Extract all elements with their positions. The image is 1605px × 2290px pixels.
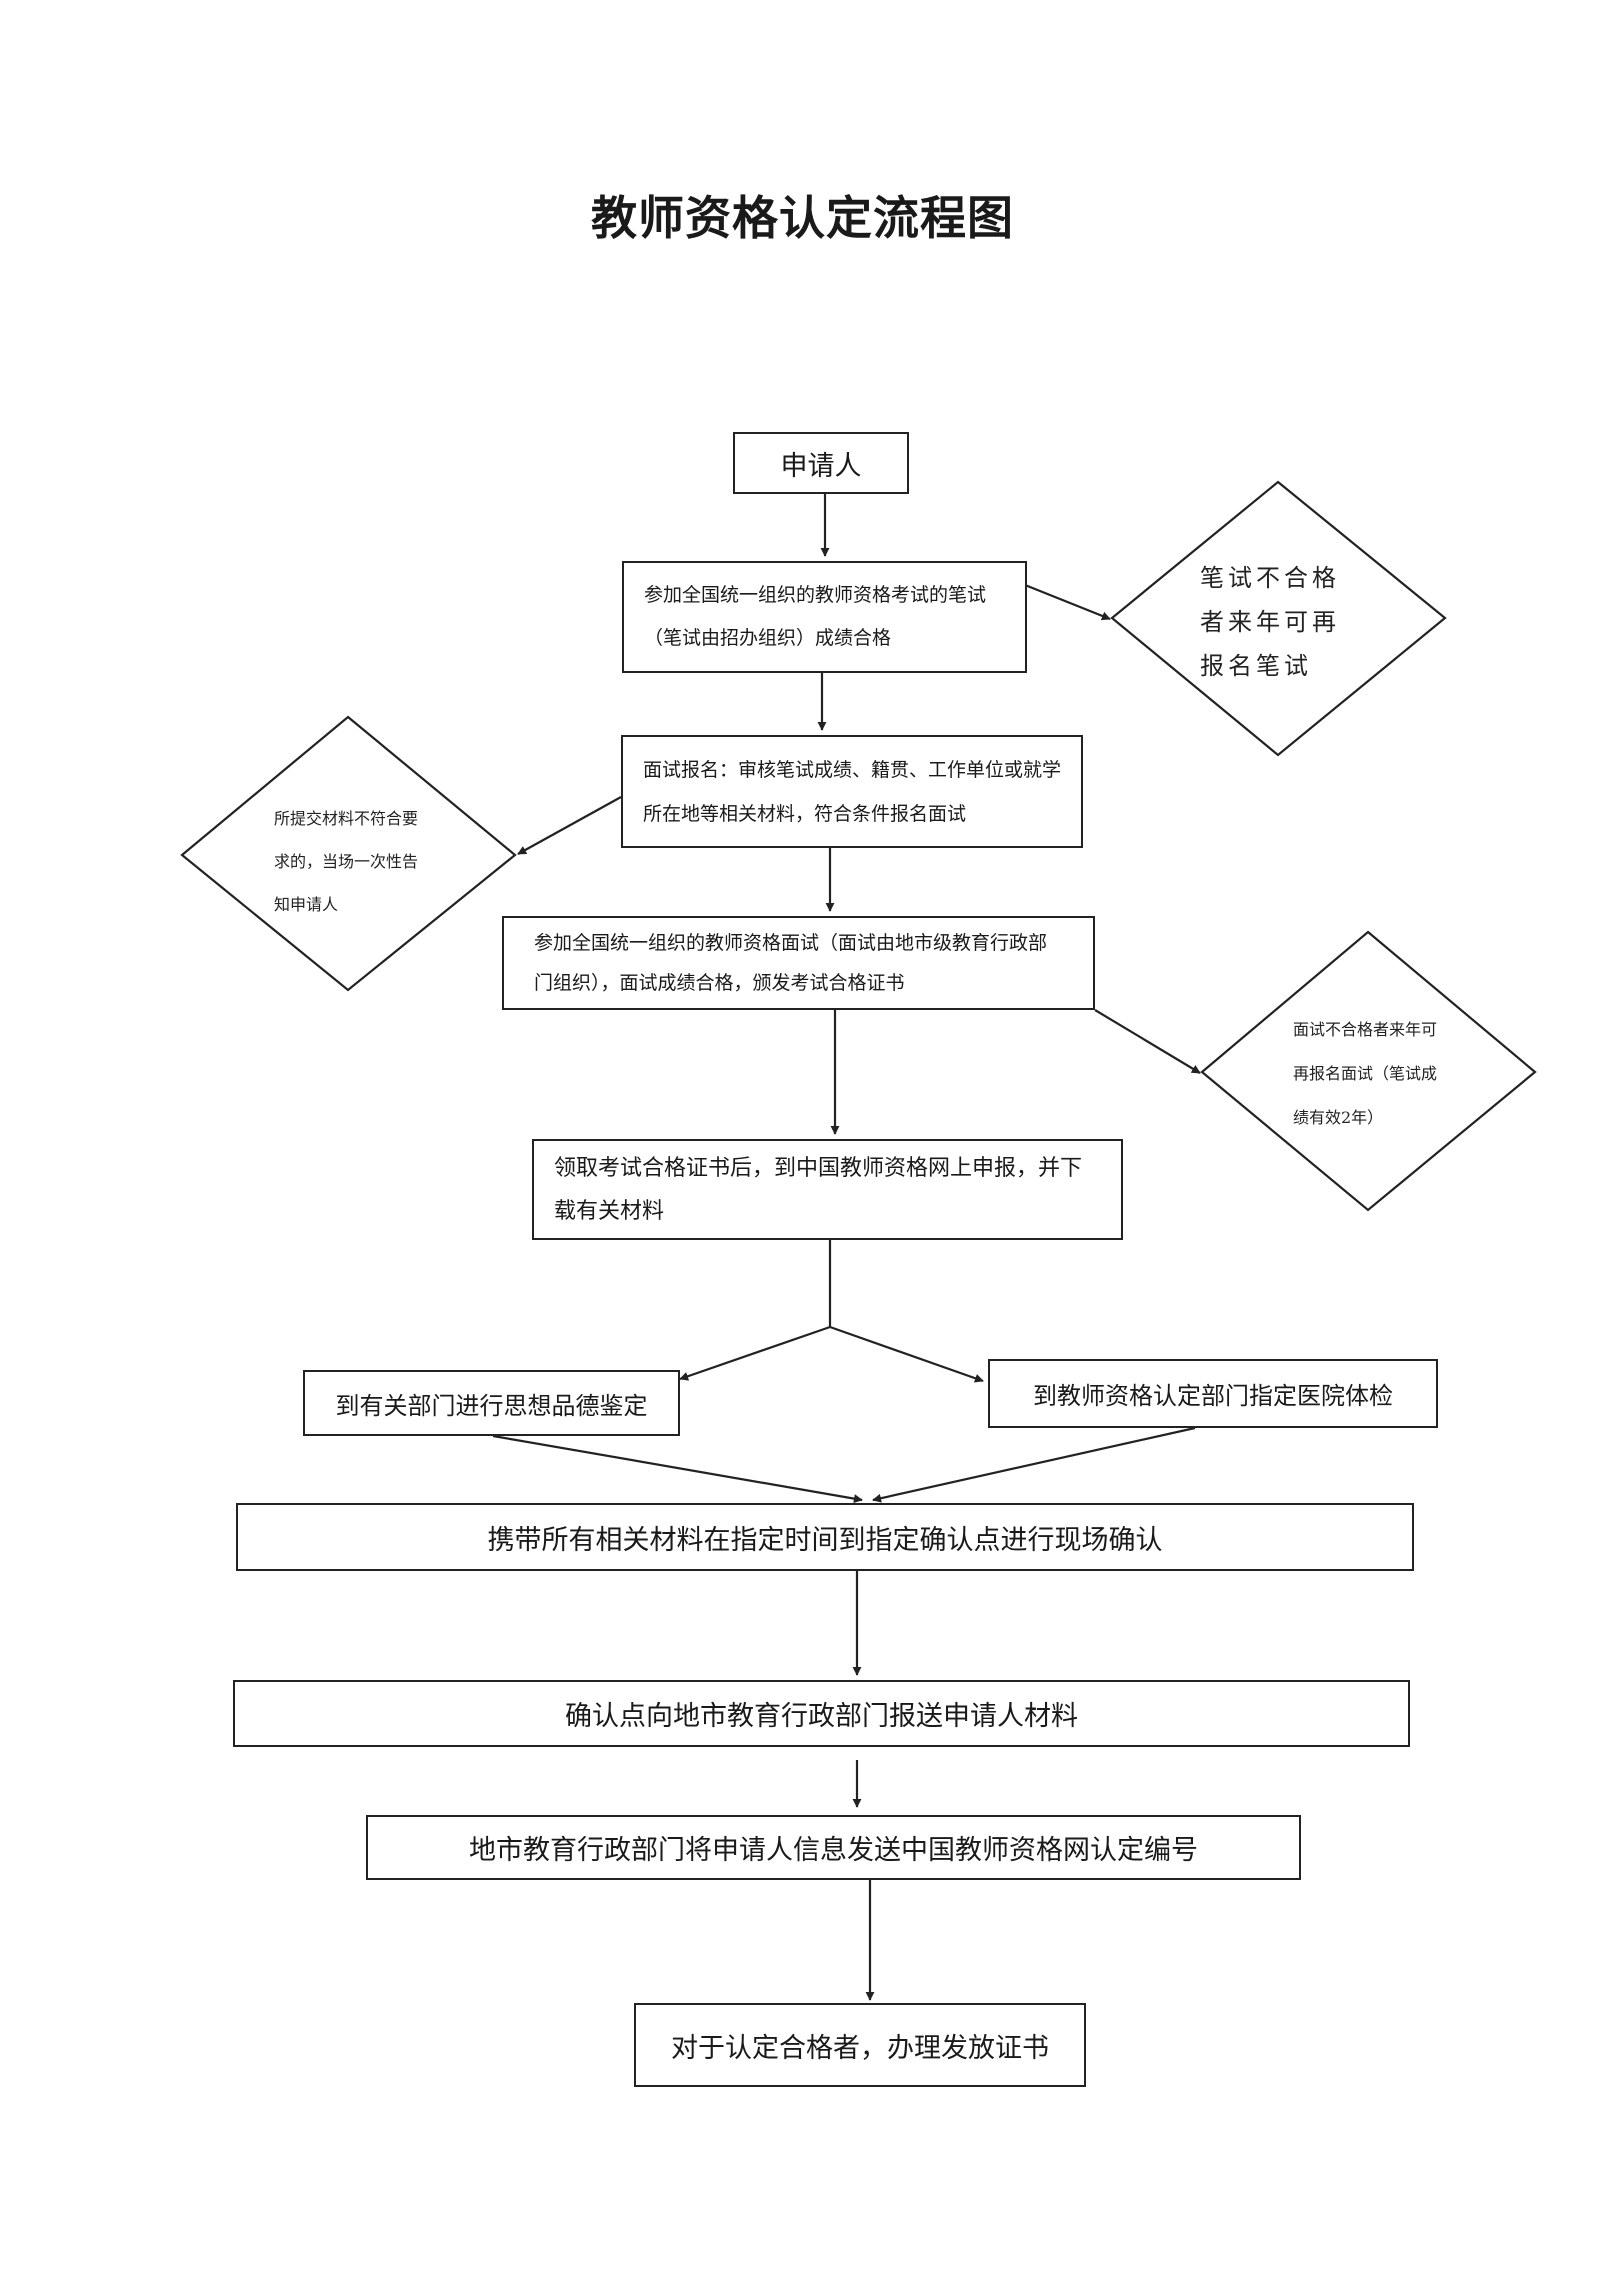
page-title: 教师资格认定流程图 — [591, 191, 1014, 245]
written-fail-diamond — [1110, 480, 1447, 757]
step-assign-number-label: 地市教育行政部门将申请人信息发送中国教师资格网认定编号 — [469, 1835, 1198, 1866]
step-interview-registration: 面试报名：审核笔试成绩、籍贯、工作单位或就学所在地等相关材料，符合条件报名面试 — [621, 735, 1083, 848]
step-interview: 参加全国统一组织的教师资格面试（面试由地市级教育行政部门组织），面试成绩合格，颁… — [502, 916, 1095, 1010]
materials-fail-diamond — [180, 715, 517, 992]
step-assign-number: 地市教育行政部门将申请人信息发送中国教师资格网认定编号 — [366, 1815, 1301, 1880]
step-interview-registration-label: 面试报名：审核笔试成绩、籍贯、工作单位或就学所在地等相关材料，符合条件报名面试 — [643, 758, 1062, 825]
decision-interview-fail-label: 面试不合格者来年可再报名面试（笔试成绩有效2年） — [1293, 1020, 1438, 1127]
step-written-exam: 参加全国统一组织的教师资格考试的笔试（笔试由招办组织）成绩合格 — [622, 561, 1027, 673]
step-online-declaration-label: 领取考试合格证书后，到中国教师资格网上申报，并下载有关材料 — [554, 1155, 1083, 1224]
step-moral-appraisal-label: 到有关部门进行思想品德鉴定 — [335, 1391, 648, 1420]
step-applicant: 申请人 — [733, 432, 909, 494]
arrow-written-to-fail — [1024, 583, 1111, 621]
step-interview-label: 参加全国统一组织的教师资格面试（面试由地市级教育行政部门组织），面试成绩合格，颁… — [534, 932, 1048, 994]
step-onsite-confirmation-label: 携带所有相关材料在指定时间到指定确认点进行现场确认 — [487, 1524, 1163, 1556]
arrow-registration-to-fail — [517, 796, 622, 855]
step-written-exam-label: 参加全国统一组织的教师资格考试的笔试（笔试由招办组织）成绩合格 — [644, 584, 987, 649]
arrow-interview-to-fail — [1094, 1009, 1201, 1074]
step-submit-materials: 确认点向地市教育行政部门报送申请人材料 — [233, 1680, 1410, 1747]
arrow-split-to-medical — [829, 1325, 984, 1383]
arrow-moral-to-confirmation — [492, 1434, 863, 1504]
step-issue-certificate-label: 对于认定合格者，办理发放证书 — [671, 2032, 1049, 2064]
step-onsite-confirmation: 携带所有相关材料在指定时间到指定确认点进行现场确认 — [236, 1503, 1414, 1571]
arrow-medical-to-confirmation — [872, 1426, 1196, 1503]
step-medical-exam-label: 到教师资格认定部门指定医院体检 — [1033, 1382, 1393, 1410]
arrow-split-to-moral — [679, 1325, 831, 1381]
interview-fail-diamond — [1200, 930, 1537, 1212]
step-medical-exam: 到教师资格认定部门指定医院体检 — [988, 1359, 1438, 1428]
decision-written-fail-label: 笔试不合格者来年可再报名笔试 — [1200, 564, 1340, 680]
step-applicant-label: 申请人 — [780, 450, 862, 482]
step-moral-appraisal: 到有关部门进行思想品德鉴定 — [303, 1370, 680, 1436]
decision-materials-fail-label: 所提交材料不符合要求的，当场一次性告知申请人 — [274, 809, 419, 914]
step-issue-certificate: 对于认定合格者，办理发放证书 — [634, 2003, 1086, 2087]
step-submit-materials-label: 确认点向地市教育行政部门报送申请人材料 — [565, 1701, 1078, 1732]
step-online-declaration: 领取考试合格证书后，到中国教师资格网上申报，并下载有关材料 — [532, 1139, 1123, 1240]
